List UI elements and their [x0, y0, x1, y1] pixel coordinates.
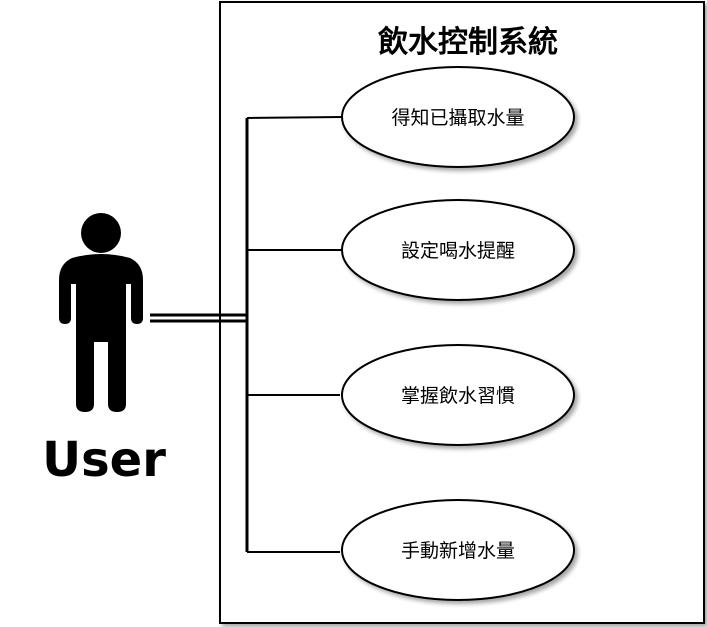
use-case-ellipse [341, 199, 575, 301]
use-case-3: 掌握飲水習慣 [341, 344, 575, 446]
use-case-label: 掌握飲水習慣 [401, 385, 515, 407]
use-case-label: 設定喝水提醒 [401, 240, 515, 262]
use-case-2: 設定喝水提醒 [341, 199, 575, 301]
use-case-4: 手動新增水量 [341, 499, 575, 601]
use-case-ellipse [341, 66, 575, 168]
actor: User [42, 213, 166, 488]
use-case-ellipse [341, 344, 575, 446]
person-icon [59, 213, 143, 412]
use-case-label: 得知已攝取水量 [391, 107, 524, 129]
use-case-ellipse [341, 499, 575, 601]
system-title: 飲水控制系統 [378, 25, 558, 60]
actor-name: User [42, 432, 166, 488]
association-branch-1 [246, 116, 344, 119]
use-case-label: 手動新增水量 [401, 540, 515, 562]
use-case-1: 得知已攝取水量 [341, 66, 575, 168]
association-lines [150, 116, 344, 553]
